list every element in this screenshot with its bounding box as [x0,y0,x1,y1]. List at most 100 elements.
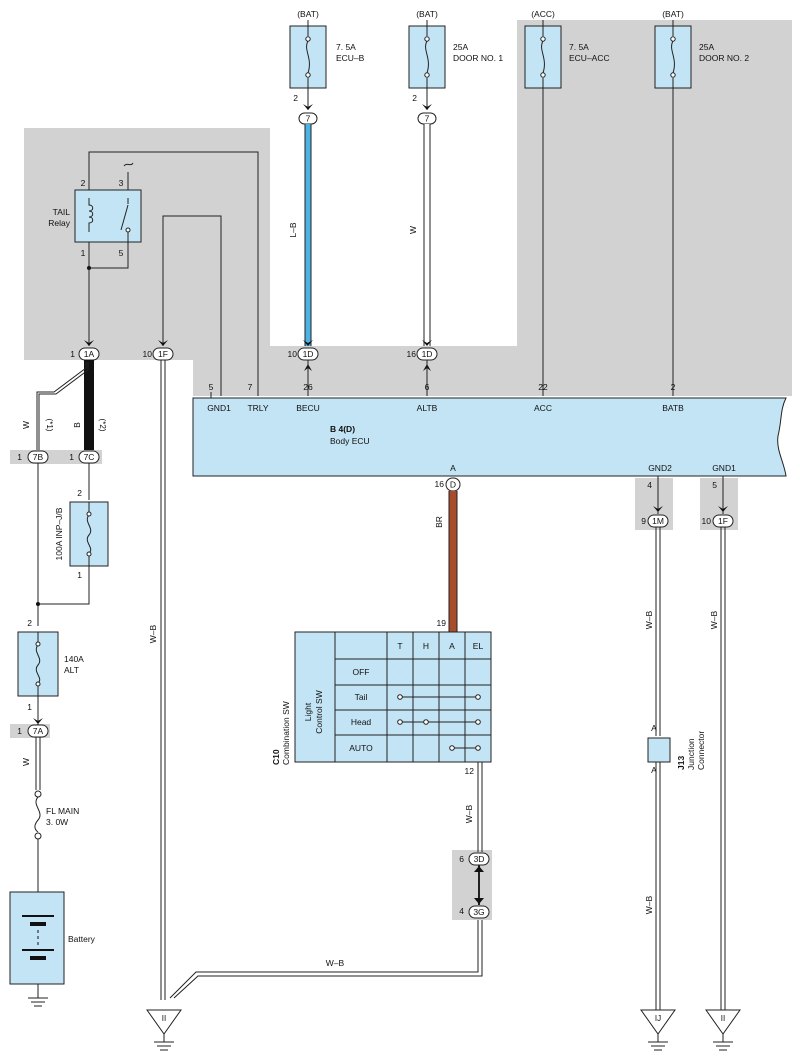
svg-text:Tail: Tail [355,692,368,702]
svg-text:7. 5A: 7. 5A [336,42,356,52]
svg-text:1: 1 [17,452,22,462]
svg-text:ACC: ACC [534,403,552,413]
connector-1a: 1 1A [70,340,100,361]
svg-text:W–B: W–B [464,804,474,823]
svg-text:ECU–ACC: ECU–ACC [569,53,610,63]
connector-d16: 16 D [435,477,461,492]
svg-text:4: 4 [459,906,464,916]
body-ecu: 5 7 26 6 22 2 GND1 TRLY BECU ALTB ACC BA… [192,382,787,477]
svg-text:EL: EL [473,641,484,651]
svg-text:100A INP–J/B: 100A INP–J/B [54,507,64,560]
svg-text:1F: 1F [158,349,168,359]
svg-text:ALTB: ALTB [417,403,438,413]
svg-text:W–B: W–B [644,895,654,914]
svg-text:A: A [449,641,455,651]
svg-text:25A: 25A [699,42,714,52]
svg-text:H: H [423,641,429,651]
svg-text:19: 19 [437,618,447,628]
svg-text:DOOR NO. 2: DOOR NO. 2 [699,53,749,63]
ground-point-ii-right: II [705,1009,741,1051]
svg-text:10: 10 [288,349,298,359]
svg-text:W–B: W–B [644,610,654,629]
svg-text:3D: 3D [474,854,485,864]
connector-7b: 1 7B [17,450,49,464]
svg-text:2: 2 [27,618,32,628]
svg-text:GND1: GND1 [207,403,231,413]
connector-7-ecub: 2 7 [293,88,318,125]
svg-text:Control SW: Control SW [314,690,324,733]
svg-text:3. 0W: 3. 0W [46,817,68,827]
svg-text:12: 12 [465,766,475,776]
svg-text:A: A [450,463,456,473]
svg-text:26: 26 [303,382,313,392]
svg-text:2: 2 [77,488,82,498]
svg-text:ECU–B: ECU–B [336,53,365,63]
svg-text:1: 1 [70,349,75,359]
svg-text:7: 7 [248,382,253,392]
wire-br: BR 19 [434,491,458,632]
fuse-door-no-2: (BAT) 25A DOOR NO. 2 [654,9,749,89]
wire-l-b: L–B [288,124,312,346]
svg-text:J13: J13 [676,756,686,770]
svg-text:1F: 1F [718,516,728,526]
battery: Battery [9,891,96,985]
svg-text:II: II [721,1014,725,1023]
tail-relay: TAIL Relay 2 3 1 5 [48,178,142,258]
junction-connector-j13: A A J13 Junction Connector W–B [644,723,706,1010]
svg-text:1M: 1M [652,516,664,526]
svg-text:C10: C10 [271,749,281,765]
svg-text:A: A [651,765,657,775]
fuse-ecu-b: (BAT) 7. 5A ECU–B [289,9,365,89]
svg-text:1: 1 [17,726,22,736]
fuse-ecu-acc: (ACC) 7. 5A ECU–ACC [524,9,610,89]
svg-text:ALT: ALT [64,665,79,675]
svg-text:L–B: L–B [288,222,298,237]
svg-text:6: 6 [425,382,430,392]
svg-text:3G: 3G [473,907,484,917]
svg-text:6: 6 [459,854,464,864]
svg-text:5: 5 [119,248,124,258]
wire-w-b-switch: W–B [464,762,483,852]
svg-text:(BAT): (BAT) [416,9,438,19]
svg-text:B 4(D): B 4(D) [330,424,355,434]
svg-text:16: 16 [407,349,417,359]
connector-7c: 1 7C [69,450,100,464]
svg-text:Connector: Connector [696,731,706,770]
fuse-door-no-1: (BAT) 25A DOOR NO. 1 [408,9,503,89]
connector-3g: 4 3G [459,905,490,919]
svg-text:GND1: GND1 [712,463,736,473]
svg-text:7. 5A: 7. 5A [569,42,589,52]
svg-text:5: 5 [209,382,214,392]
svg-text:1A: 1A [84,349,95,359]
svg-text:W–B: W–B [326,958,345,968]
svg-text:9: 9 [641,516,646,526]
svg-text:7: 7 [306,114,311,124]
svg-text:Light: Light [303,702,313,721]
gnd1-branch: 5 10 1F W–B [702,476,734,1010]
svg-text:(ACC): (ACC) [531,9,555,19]
svg-text:FL MAIN: FL MAIN [46,806,79,816]
svg-text:1D: 1D [303,349,314,359]
svg-text:W: W [21,758,31,766]
svg-text:IJ: IJ [655,1014,661,1023]
svg-text:1D: 1D [422,349,433,359]
svg-text:1: 1 [81,248,86,258]
svg-text:TRLY: TRLY [247,403,268,413]
svg-text:7C: 7C [84,452,95,462]
battery-feed-wires: W (*1) B (*2) [21,360,107,450]
svg-text:TAIL: TAIL [53,207,71,217]
svg-text:7B: 7B [33,452,44,462]
svg-text:W: W [21,421,31,429]
svg-text:B: B [72,422,82,428]
wire-w-b-left: W–B W–B [148,360,483,1000]
svg-text:AUTO: AUTO [349,743,373,753]
svg-text:Relay: Relay [48,218,70,228]
svg-text:1: 1 [77,570,82,580]
battery-ground [28,984,48,1007]
svg-text:II: II [162,1014,166,1023]
svg-text:OFF: OFF [353,667,370,677]
svg-text:2: 2 [412,93,417,103]
connector-7-door1: 2 7 [412,88,437,125]
wire-w: W [408,124,431,346]
